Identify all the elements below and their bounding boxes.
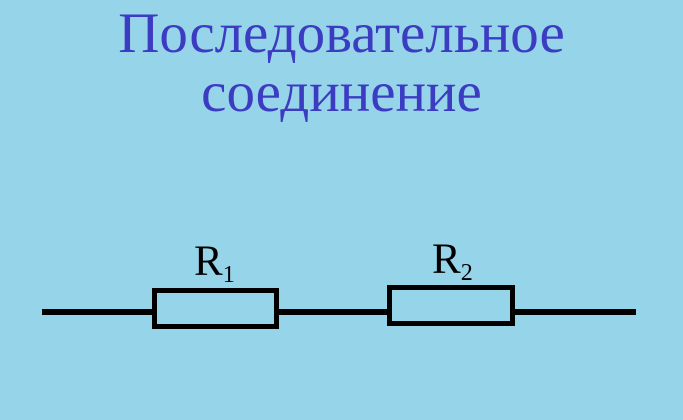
resistor-r1-symbol bbox=[152, 288, 279, 329]
resistor-r2-subscript: 2 bbox=[460, 260, 473, 287]
resistor-r2-letter: R bbox=[432, 236, 461, 283]
page-title: Последовательное соединение bbox=[0, 4, 683, 123]
resistor-r1-subscript: 1 bbox=[222, 262, 235, 289]
title-line-2: соединение bbox=[201, 61, 482, 125]
wire-left-lead bbox=[42, 309, 154, 315]
resistor-r1-letter: R bbox=[194, 238, 223, 285]
wire-right-lead bbox=[510, 309, 636, 315]
resistor-r1-label: R1 bbox=[194, 240, 235, 287]
title-line-1: Последовательное bbox=[118, 2, 565, 65]
resistor-r2-symbol bbox=[387, 285, 515, 326]
wire-middle-link bbox=[275, 309, 391, 315]
resistor-r2-label: R2 bbox=[432, 238, 473, 285]
